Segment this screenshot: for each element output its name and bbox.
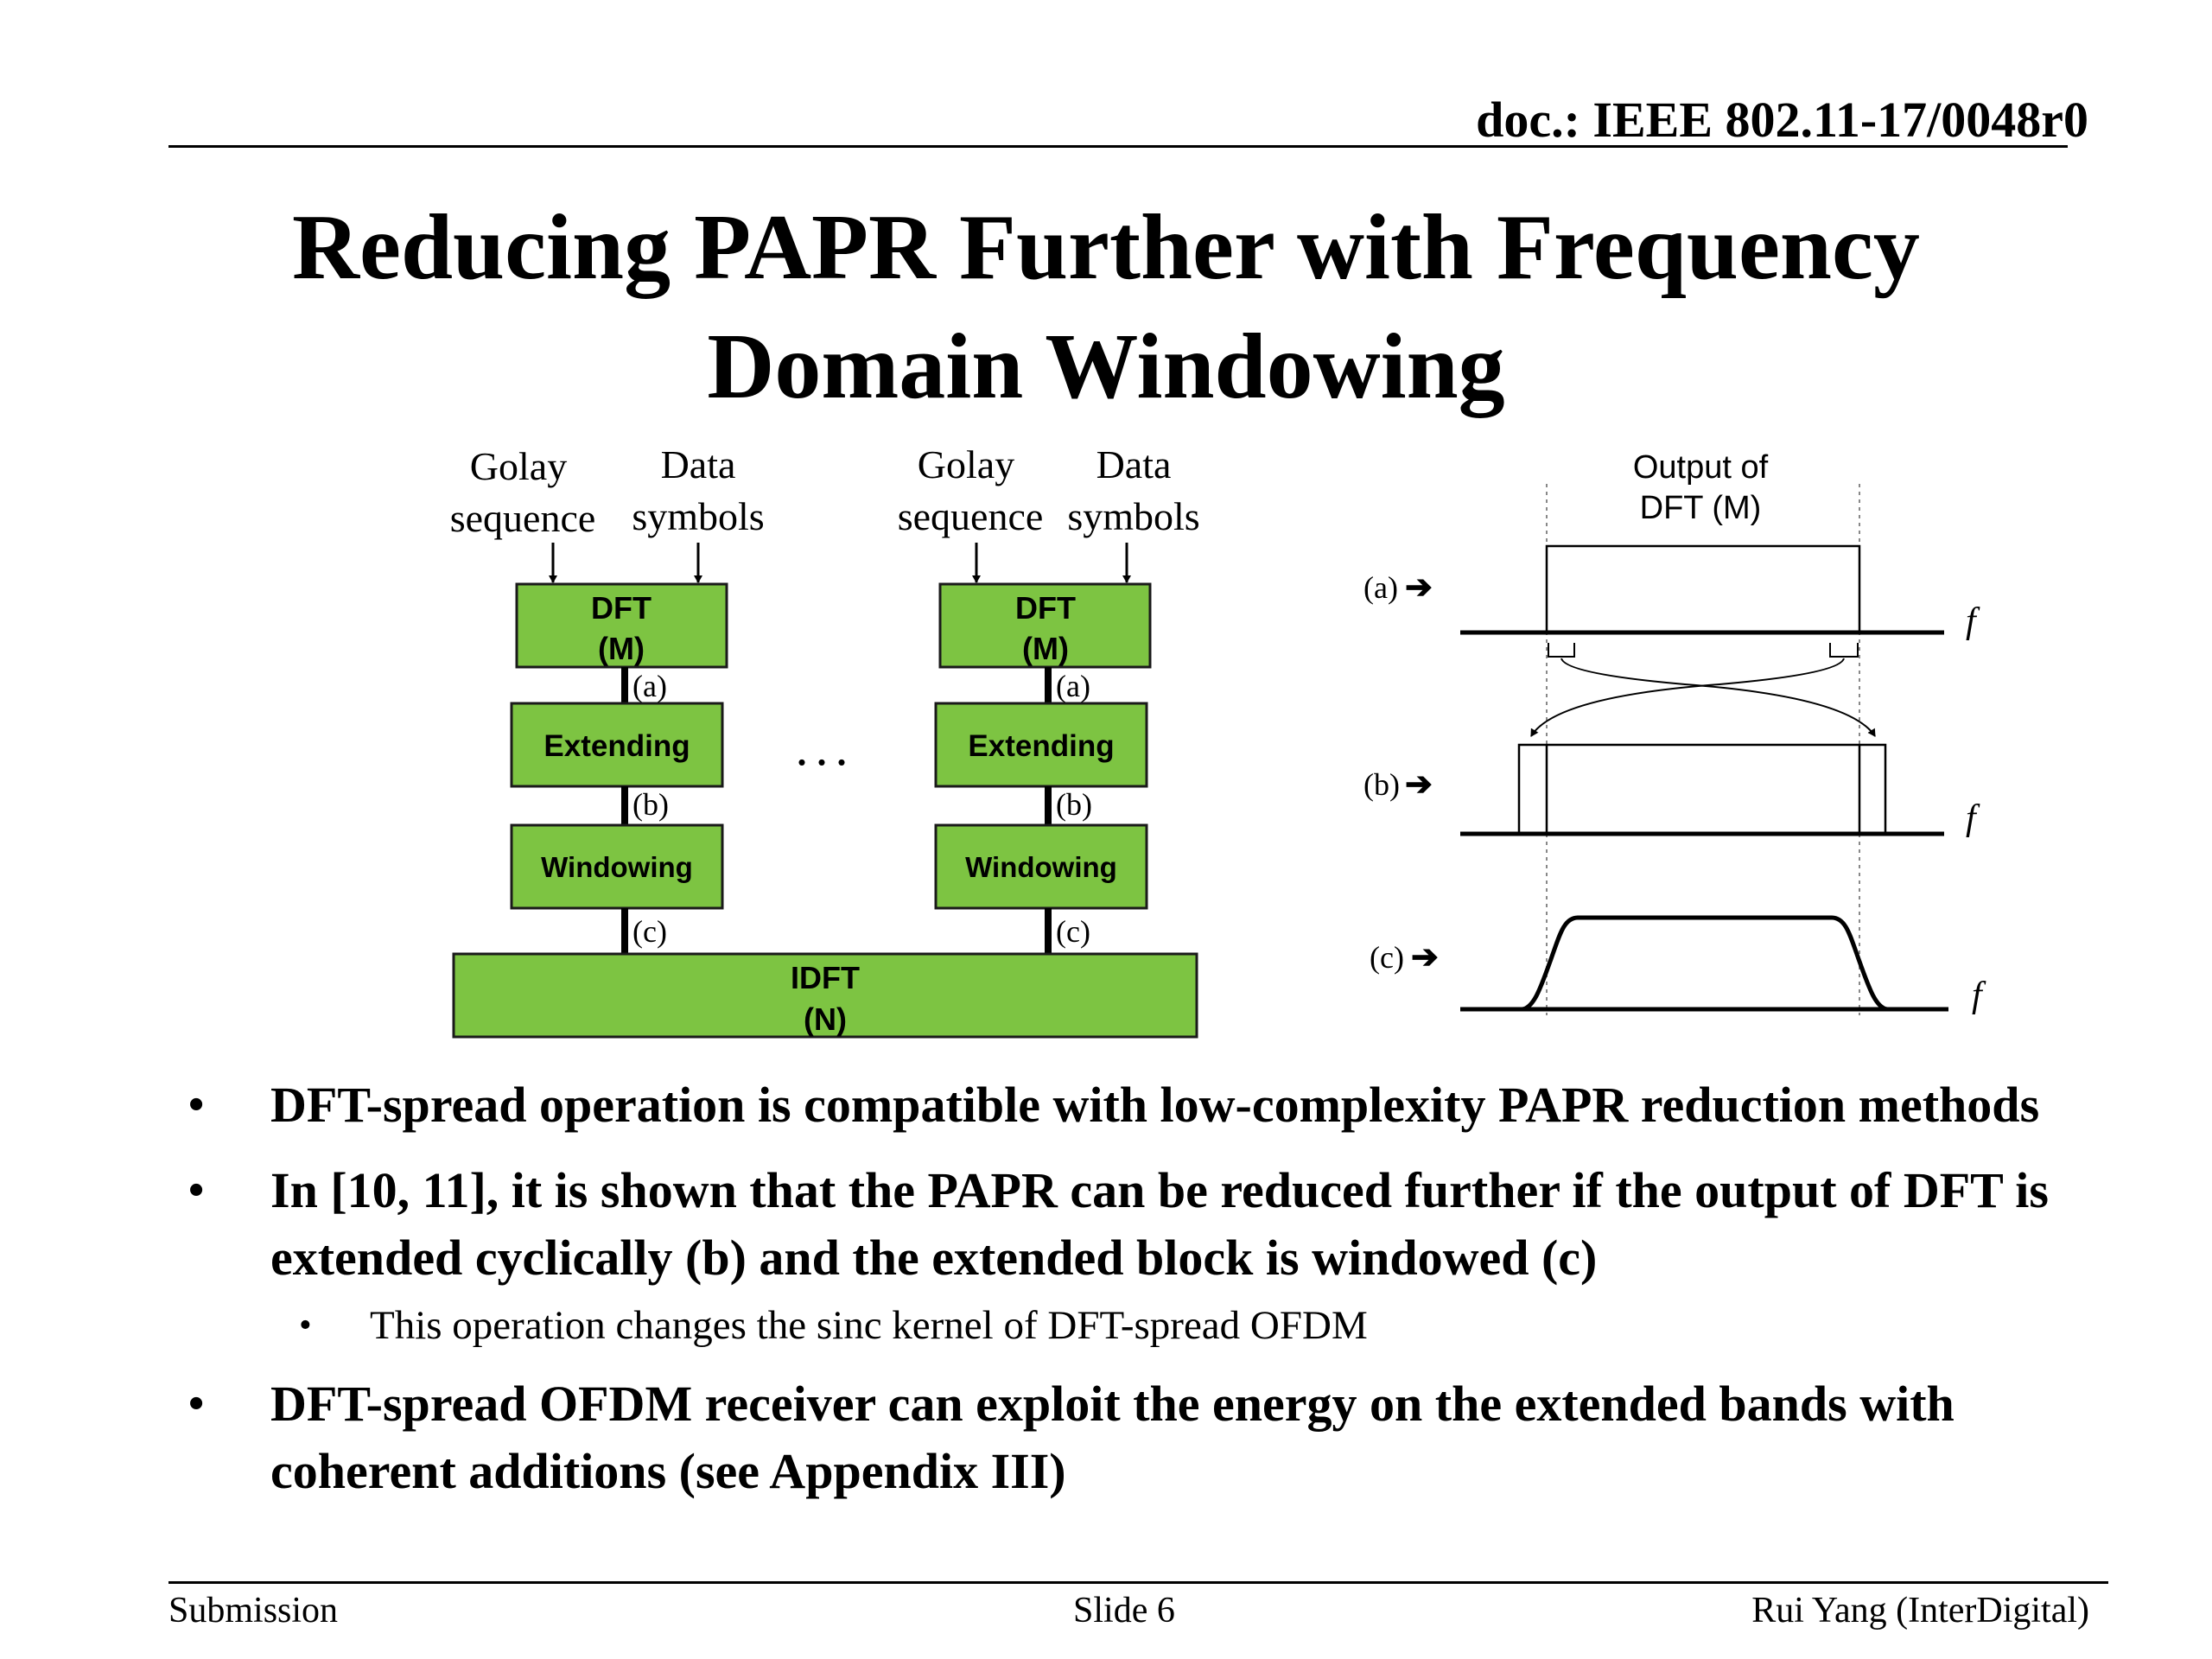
right-input-golay-label: Golay xyxy=(918,442,1014,486)
left-dft-label: DFT xyxy=(591,590,652,626)
footer-author: Rui Yang (InterDigital) xyxy=(1751,1591,2089,1630)
footer-submission: Submission xyxy=(168,1591,339,1630)
left-input-golay-label: Golay xyxy=(470,444,567,488)
header-rule xyxy=(168,145,2068,148)
sub-bullet-item: • This operation changes the sinc kernel… xyxy=(181,1297,2091,1354)
right-chain: Golay sequence Data symbols DFT (M) (a) … xyxy=(898,442,1200,954)
ellipsis: ... xyxy=(796,719,855,776)
right-tap-a: (a) xyxy=(1056,669,1090,703)
bullet-marker: • xyxy=(188,1379,205,1428)
row-b-extended-rect xyxy=(1517,743,1887,836)
left-tap-b: (b) xyxy=(632,787,669,822)
left-input-sequence-label: sequence xyxy=(450,496,596,540)
left-input-data-label: Data xyxy=(661,442,736,486)
right-input-data-label: Data xyxy=(1096,442,1172,486)
right-extending-block xyxy=(934,702,1148,788)
row-a-arrow: ➔ xyxy=(1405,569,1433,606)
left-tap-a: (a) xyxy=(632,669,667,703)
row-b-f-label: f xyxy=(1966,798,1980,838)
document-id: doc.: IEEE 802.11-17/0048r0 xyxy=(1476,92,2088,148)
right-windowing-label: Windowing xyxy=(965,851,1117,883)
row-a-f-label: f xyxy=(1966,601,1980,641)
left-extending-label: Extending xyxy=(543,729,690,763)
bullet-item: • DFT-spread operation is compatible wit… xyxy=(181,1071,2091,1139)
idft-block xyxy=(452,952,1198,1039)
row-a-dft-output-rect xyxy=(1545,544,1861,634)
row-c-windowed-shape xyxy=(1522,915,1888,1012)
row-c-label: (c) xyxy=(1370,940,1404,975)
wrap-arrow-right-to-left xyxy=(1530,658,1845,737)
row-b-arrow: ➔ xyxy=(1405,766,1433,803)
right-extending-label: Extending xyxy=(968,729,1114,763)
right-input-sequence-label: sequence xyxy=(898,494,1044,538)
left-extending-block xyxy=(510,702,724,788)
wrap-arrow-left-to-right xyxy=(1560,658,1876,737)
left-windowing-block xyxy=(510,823,724,910)
right-windowing-block xyxy=(934,823,1148,910)
left-dft-size-label: (M) xyxy=(598,631,645,666)
bullet-marker: • xyxy=(188,1080,205,1129)
left-chain: Golay sequence Data symbols DFT (M) (a) … xyxy=(450,442,765,954)
title-line-1: Reducing PAPR Further with Frequency xyxy=(292,196,1920,299)
sub-bullet-marker: • xyxy=(299,1306,312,1345)
output-of-dft-size-label: DFT (M) xyxy=(1640,490,1762,526)
bullet-text: DFT-spread operation is compatible with … xyxy=(270,1077,2040,1133)
spectrum-panel: Output of DFT (M) (a) ➔ f (b) ➔ f (c) ➔ … xyxy=(1363,449,1986,1015)
title-line-2: Domain Windowing xyxy=(707,315,1505,418)
right-tap-b: (b) xyxy=(1056,787,1092,822)
bullet-text: DFT-spread OFDM receiver can exploit the… xyxy=(270,1376,1955,1499)
right-tap-c: (c) xyxy=(1056,914,1090,949)
right-dft-size-label: (M) xyxy=(1022,631,1069,666)
slide-title: Reducing PAPR Further with Frequency Dom… xyxy=(0,188,2212,427)
row-c-f-label: f xyxy=(1972,976,1986,1015)
bullet-text: In [10, 11], it is shown that the PAPR c… xyxy=(270,1162,2049,1286)
bullet-list: • DFT-spread operation is compatible wit… xyxy=(181,1071,2091,1505)
left-windowing-label: Windowing xyxy=(541,851,693,883)
row-a-label: (a) xyxy=(1363,570,1398,605)
idft-size-label: (N) xyxy=(804,1001,847,1037)
left-input-symbols-label: symbols xyxy=(632,494,764,538)
left-dft-block xyxy=(515,582,728,669)
bullet-item: • In [10, 11], it is shown that the PAPR… xyxy=(181,1157,2091,1292)
right-dft-label: DFT xyxy=(1015,590,1076,626)
papr-windowing-diagram: Golay sequence Data symbols DFT (M) (a) … xyxy=(450,442,1986,1039)
output-of-dft-label: Output of xyxy=(1633,449,1769,486)
left-tap-c: (c) xyxy=(632,914,667,949)
right-edge-bracket xyxy=(1829,643,1859,658)
bullet-marker: • xyxy=(188,1166,205,1215)
row-b-label: (b) xyxy=(1363,767,1400,802)
bullet-item: • DFT-spread OFDM receiver can exploit t… xyxy=(181,1370,2091,1505)
row-c-arrow: ➔ xyxy=(1411,939,1439,976)
right-input-symbols-label: symbols xyxy=(1067,494,1199,538)
sub-bullet-text: This operation changes the sinc kernel o… xyxy=(370,1303,1368,1348)
idft-label: IDFT xyxy=(791,960,860,995)
footer-rule xyxy=(168,1581,2108,1584)
left-edge-bracket xyxy=(1548,643,1575,658)
footer-slide-number: Slide 6 xyxy=(1073,1591,1175,1630)
